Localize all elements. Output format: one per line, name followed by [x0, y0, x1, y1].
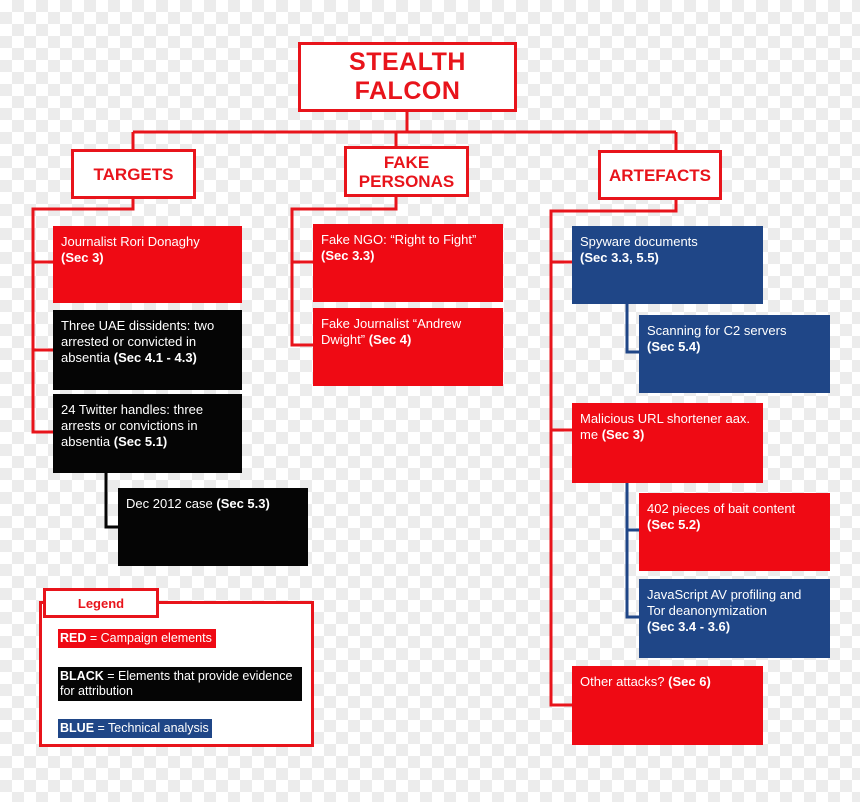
target-node-twitter-handles: 24 Twitter handles: three arrests or con…: [53, 394, 242, 473]
artefact-node-url-shortener: Malicious URL shortener aax. me (Sec 3): [572, 403, 763, 483]
category-artefacts-label: ARTEFACTS: [609, 165, 711, 185]
category-fake-personas-line1: FAKE: [383, 152, 430, 172]
legend-desc: = Elements that provide evidence for att…: [60, 669, 293, 698]
node-text: Fake Journalist “Andrew Dwight”: [321, 316, 462, 347]
node-section-ref: (Sec 5.3): [216, 496, 270, 511]
persona-node-fake-journalist: Fake Journalist “Andrew Dwight” (Sec 4): [313, 308, 503, 386]
node-text: Spyware documents: [580, 234, 698, 249]
artefact-node-spyware-documents: Spyware documents (Sec 3.3, 5.5): [572, 226, 763, 304]
node-text: Other attacks?: [580, 674, 665, 689]
diagram-title-text: STEALTH FALCON: [349, 48, 466, 105]
node-text: Fake NGO: “Right to Fight”: [321, 232, 477, 247]
artefact-node-js-profiling: JavaScript AV profiling and Tor deanonym…: [639, 579, 830, 658]
artefact-node-c2-scanning: Scanning for C2 servers (Sec 5.4): [639, 315, 830, 393]
legend-item-black: BLACK = Elements that provide evidence f…: [58, 667, 302, 701]
legend-title: Legend: [43, 588, 159, 618]
node-text: 24 Twitter handles: three arrests or con…: [61, 402, 204, 449]
node-section-ref: (Sec 3.3): [321, 248, 375, 263]
node-section-ref: (Sec 3): [61, 250, 104, 265]
category-targets: TARGETS: [71, 149, 196, 199]
node-text: Scanning for C2 servers: [647, 323, 787, 338]
legend-item-red: RED = Campaign elements: [58, 629, 216, 648]
node-text: Malicious URL shortener aax. me: [580, 411, 751, 442]
legend-key: BLUE: [60, 721, 95, 735]
category-artefacts: ARTEFACTS: [598, 150, 722, 200]
node-section-ref: (Sec 5.2): [647, 517, 701, 532]
node-text: JavaScript AV profiling and Tor deanonym…: [647, 587, 802, 618]
category-fake-personas: FAKE PERSONAS: [344, 146, 469, 197]
node-text: Dec 2012 case: [126, 496, 213, 511]
artefact-node-other-attacks: Other attacks? (Sec 6): [572, 666, 763, 745]
node-section-ref: (Sec 3.3, 5.5): [580, 250, 659, 265]
artefact-node-bait-content: 402 pieces of bait content (Sec 5.2): [639, 493, 830, 571]
target-node-journalist: Journalist Rori Donaghy (Sec 3): [53, 226, 242, 303]
legend-desc: = Technical analysis: [94, 721, 209, 735]
node-text: 402 pieces of bait content: [647, 501, 796, 516]
category-targets-label: TARGETS: [93, 164, 174, 184]
target-node-dec-2012-case: Dec 2012 case (Sec 5.3): [118, 488, 308, 566]
persona-node-fake-ngo: Fake NGO: “Right to Fight” (Sec 3.3): [313, 224, 503, 302]
legend-desc: = Campaign elements: [86, 631, 212, 645]
node-section-ref: (Sec 6): [668, 674, 711, 689]
node-text: Journalist Rori Donaghy: [61, 234, 200, 249]
node-section-ref: (Sec 5.1): [113, 434, 168, 449]
legend-key: BLACK: [60, 669, 104, 683]
target-node-uae-dissidents: Three UAE dissidents: two arrested or co…: [53, 310, 242, 390]
node-section-ref: (Sec 4): [368, 332, 412, 347]
legend-title-text: Legend: [77, 595, 125, 611]
legend-item-blue: BLUE = Technical analysis: [58, 719, 212, 738]
diagram-title: STEALTH FALCON: [298, 42, 517, 112]
node-text: Three UAE dissidents: two arrested or co…: [61, 318, 215, 365]
category-fake-personas-line2: PERSONAS: [358, 171, 455, 191]
node-section-ref: (Sec 5.4): [647, 339, 701, 354]
node-section-ref: (Sec 3.4 - 3.6): [647, 619, 731, 634]
legend-key: RED: [60, 631, 87, 645]
node-section-ref: (Sec 4.1 - 4.3): [113, 350, 197, 365]
node-section-ref: (Sec 3): [601, 427, 645, 442]
